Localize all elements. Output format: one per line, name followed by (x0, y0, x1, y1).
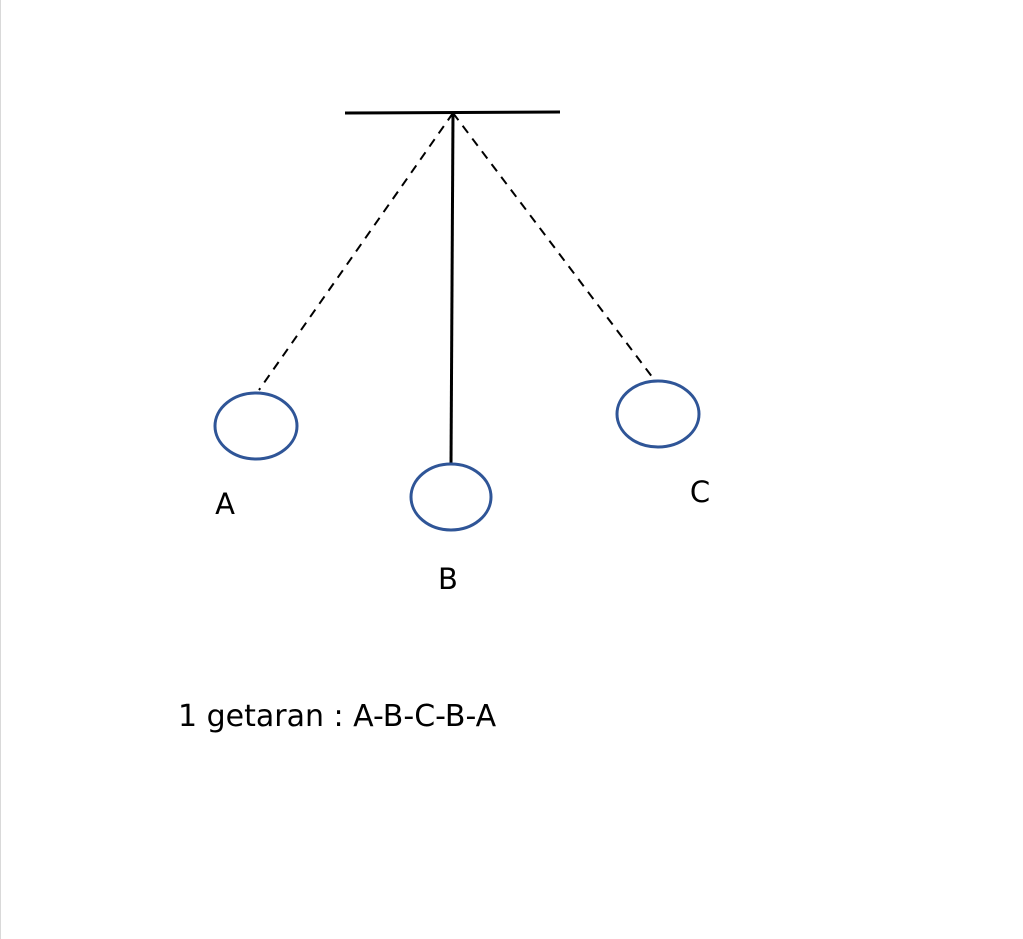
bob-a (213, 391, 299, 461)
label-c: C (690, 475, 710, 509)
bob-b (409, 462, 493, 532)
string-a-dashed (258, 112, 454, 391)
string-b-solid (449, 112, 455, 466)
label-b: B (438, 562, 458, 596)
ceiling-support (344, 110, 561, 115)
string-c-dashed (452, 112, 657, 383)
bob-c (615, 379, 701, 449)
oscillation-caption: 1 getaran : A-B-C-B-A (178, 699, 497, 734)
label-a: A (215, 487, 235, 521)
